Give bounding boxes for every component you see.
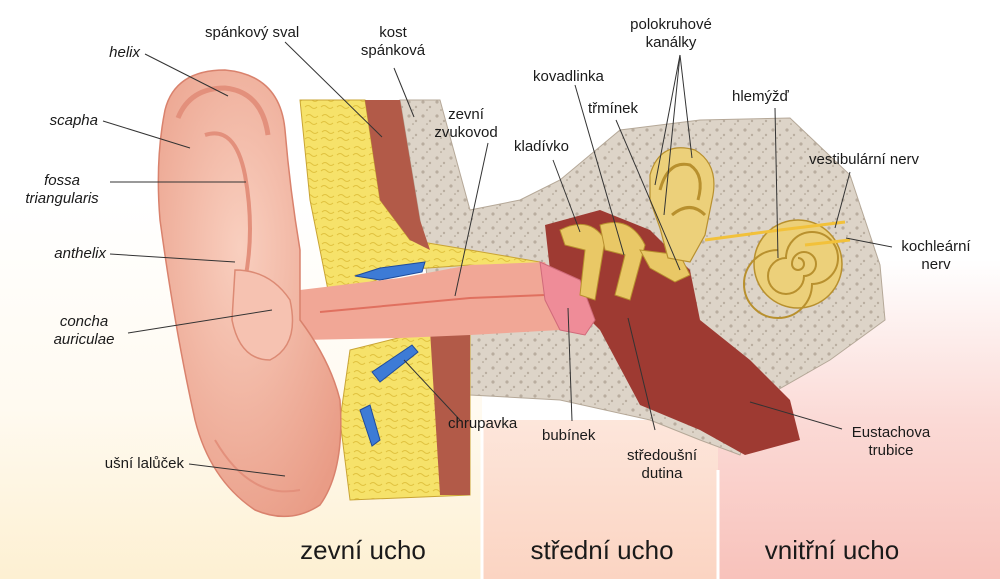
leader-vestibular [834,171,851,229]
label-semicircular-line1: polokruhové [630,16,712,33]
vestibular-nerve [704,220,846,242]
muscle-lower [430,330,470,495]
label-eustachian: Eustachova trubice [852,424,930,460]
label-eustachian-line1: Eustachova [851,424,931,441]
label-stapes: třmínek [588,100,639,117]
semicircular-loop-2 [671,206,707,217]
label-ear-canal-line2: zvukovod [434,124,498,141]
label-anthelix: anthelix [54,245,106,262]
label-concha: concha auriculae [54,313,115,349]
label-scapha: scapha [49,112,98,129]
leader-semicircular-2 [679,54,693,159]
label-temporal-bone: kost spánková [361,24,425,60]
label-fossa-line2: triangularis [25,190,99,207]
helix-rim [175,85,271,136]
label-eustachian-line2: trubice [868,442,914,459]
label-temporal-bone-line2: spánková [360,42,426,59]
label-tympanic-cavity: středoušní dutina [627,447,697,483]
zone-inner-ear-label: vnitřní ucho [764,535,900,565]
leader-temporal-muscle [284,41,383,138]
leader-semicircular-1 [654,54,681,186]
leader-scapha [102,120,191,149]
earlobe [214,439,301,493]
label-eardrum: bubínek [542,427,596,444]
leader-concha [127,309,273,334]
label-concha-line1: concha [59,313,109,330]
leader-tympanic [627,317,656,431]
vessel-lower-2 [359,404,381,447]
label-fossa: fossa triangularis [25,172,98,208]
semicircular-loop-1 [658,162,702,201]
leader-incus [574,84,625,256]
label-cochlea: hlemýžď [732,88,789,105]
malleus [559,223,606,301]
leader-anthelix [109,253,236,263]
label-cartilage: chrupavka [448,415,518,432]
leader-eustachian [749,401,843,430]
label-vestibular-nerve: vestibulární nerv [809,151,920,168]
leader-ear-canal [454,142,489,297]
zone-middle-ear-label: střední ucho [530,535,674,565]
label-cochlear-nerve-line1: kochleární [901,238,971,255]
label-cochlear-nerve-line2: nerv [921,256,951,273]
temporal-muscle [365,100,430,250]
label-malleus: kladívko [514,138,570,155]
label-ear-canal-line1: zevní [448,106,484,123]
middle-ear-zone [482,420,718,579]
label-tympanic-cavity-line2: dutina [641,465,683,482]
leader-cartilage [403,359,461,421]
leader-lines [102,41,893,477]
leader-lobule [188,463,286,477]
leader-stapes [615,119,681,271]
cochlea-spiral [743,231,839,319]
label-incus: kovadlinka [533,68,604,85]
vessel-upper [354,261,426,281]
anthelix-fold [204,131,252,281]
concha-bowl [231,269,294,361]
leader-temporal-bone [393,67,415,118]
label-concha-line2: auriculae [53,331,115,348]
incus [599,222,646,301]
label-temporal-muscle: spánkový sval [205,24,300,41]
label-ear-canal: zevní zvukovod [434,106,497,142]
leader-semicircular-3 [663,54,681,216]
label-temporal-bone-line1: kost [379,24,407,41]
leader-cochlea [774,107,779,259]
vessel-lower-1 [371,344,419,383]
leader-cochlear [845,237,893,248]
label-semicircular: polokruhové kanálky [630,16,712,52]
ear-canal-line [319,294,546,313]
tympanic-cavity [545,210,800,455]
label-semicircular-line2: kanálky [645,34,697,51]
label-lobule: ušní lalůček [104,455,184,472]
leader-eardrum [567,307,573,422]
cochlear-nerve [804,238,851,247]
eardrum [539,261,596,336]
label-fossa-line1: fossa [44,172,80,189]
leader-helix [144,53,229,97]
leader-malleus [552,159,581,233]
label-helix: helix [109,44,140,61]
zone-outer-ear-label: zevní ucho [300,535,426,565]
label-cochlear-nerve: kochleární nerv [901,238,970,274]
label-tympanic-cavity-line1: středoušní [626,447,698,464]
